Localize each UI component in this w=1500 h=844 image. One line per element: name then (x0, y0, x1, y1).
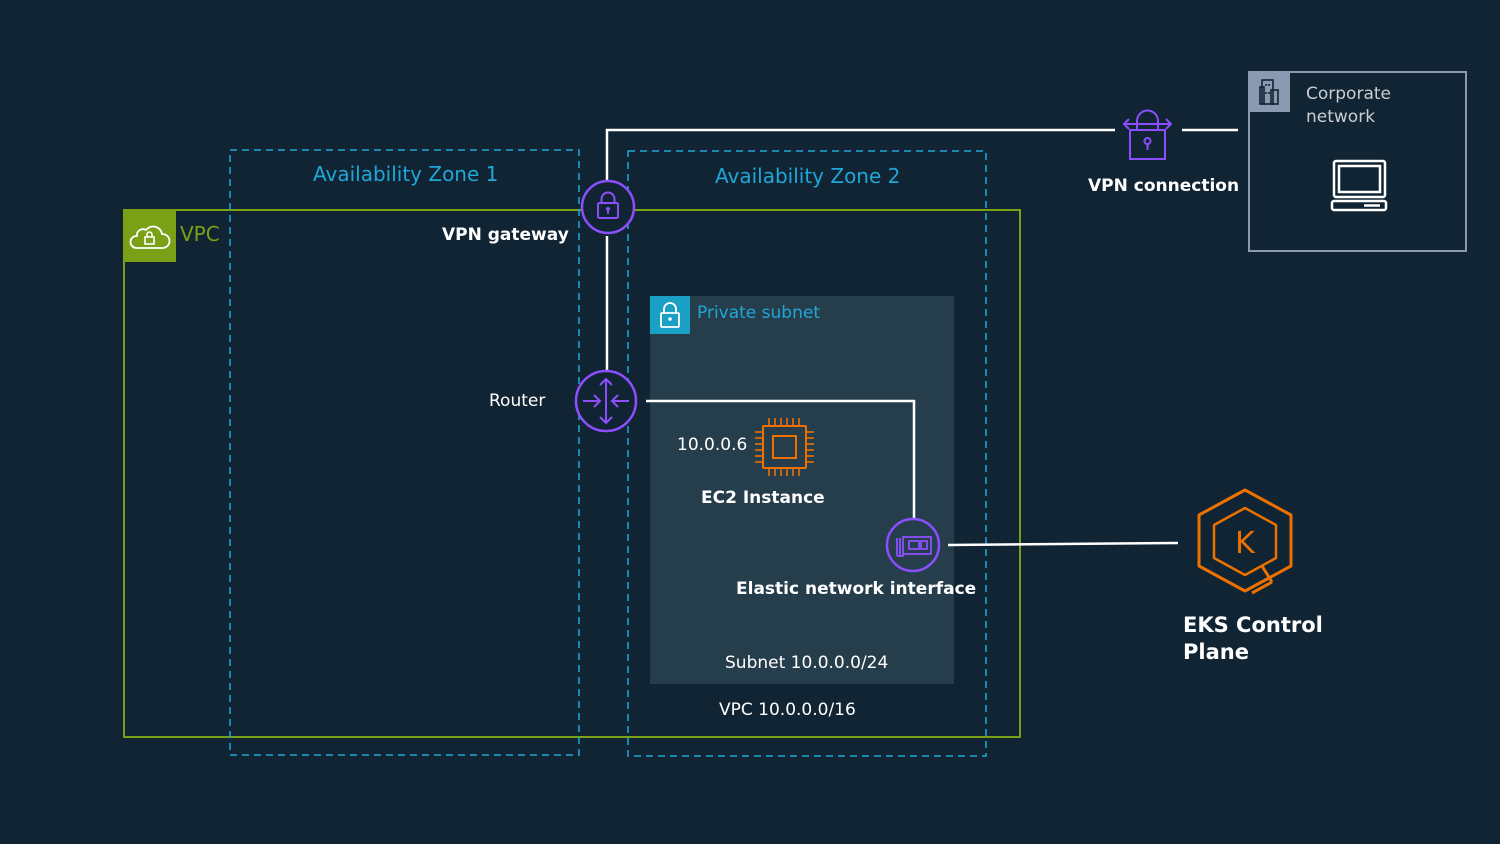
router-label: Router (489, 391, 546, 411)
vpc-boundary (123, 209, 1021, 738)
az2-boundary (627, 150, 987, 757)
az1-boundary (229, 149, 580, 756)
subnet-lock-icon (650, 296, 690, 334)
vpn-connection-icon (1122, 109, 1173, 160)
private-subnet-label: Private subnet (697, 303, 820, 323)
corporate-network-label-line2: network (1306, 107, 1376, 127)
ec2-instance-label: EC2 Instance (701, 488, 825, 508)
laptop-icon (1330, 159, 1388, 212)
az2-label: Availability Zone 2 (715, 164, 901, 188)
corporate-network-label-line1: Corporate (1306, 84, 1391, 104)
line-router-to-eni (646, 399, 916, 520)
vpc-label: VPC (180, 222, 220, 246)
subnet-cidr-label: Subnet 10.0.0.0/24 (725, 653, 889, 673)
line-gateway-to-vpn (605, 128, 1115, 180)
eks-label-line2: Plane (1183, 640, 1249, 664)
private-subnet-box (650, 296, 954, 684)
cloud-lock-icon (124, 210, 176, 262)
line-eni-to-eks (947, 541, 1179, 547)
network-interface-icon (885, 517, 941, 573)
connection-lines (605, 128, 1238, 547)
building-icon (1249, 72, 1290, 112)
vpn-connection-label: VPN connection (1088, 176, 1240, 196)
eks-label-line1: EKS Control (1183, 613, 1323, 637)
eni-label: Elastic network interface (736, 579, 977, 599)
az1-label: Availability Zone 1 (313, 162, 499, 186)
router-icon (574, 369, 638, 433)
vpc-cidr-label: VPC 10.0.0.0/16 (719, 700, 856, 720)
kubernetes-icon (1197, 488, 1293, 595)
kubernetes-k-glyph: K (1235, 526, 1256, 561)
vpn-gateway-label: VPN gateway (442, 225, 569, 245)
vpn-gateway-icon (580, 179, 636, 235)
ec2-chip-icon (755, 418, 814, 476)
corporate-network-box (1248, 71, 1467, 252)
ec2-ip-label: 10.0.0.6 (677, 435, 748, 455)
